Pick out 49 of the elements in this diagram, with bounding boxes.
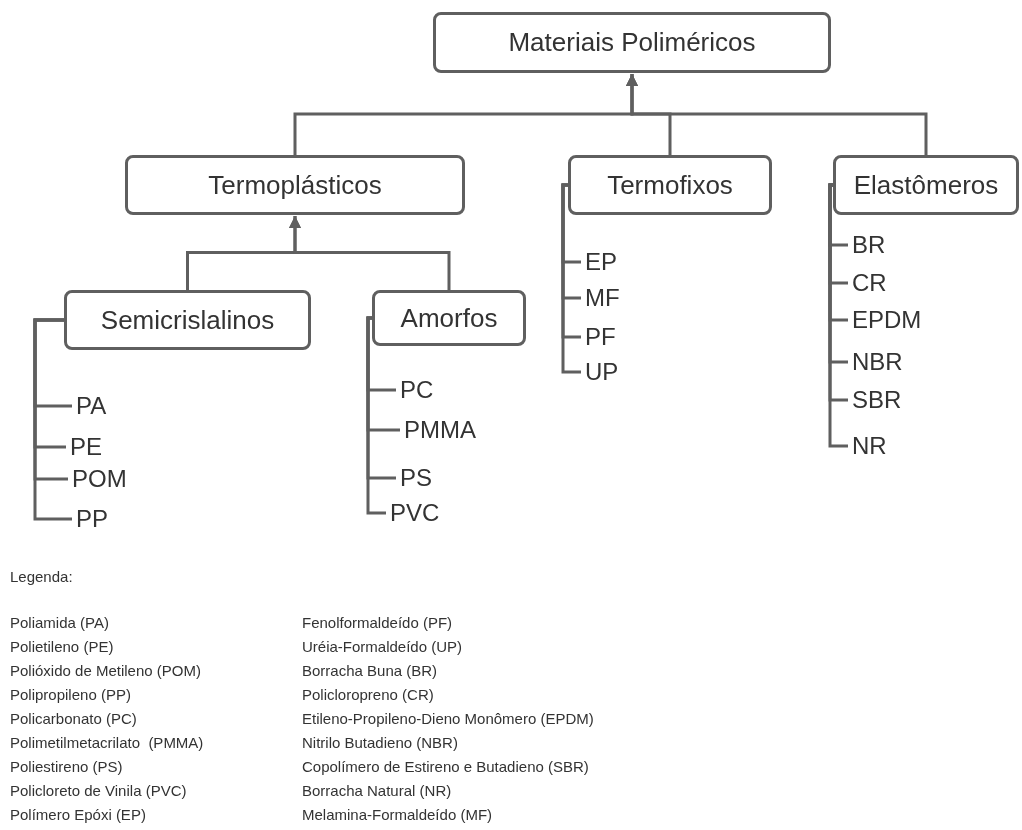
arrow — [289, 216, 451, 290]
legend-entry: Borracha Buna (BR) — [302, 661, 439, 681]
item-label: POM — [72, 463, 127, 495]
legend-heading: Legenda: — [10, 567, 73, 587]
legend-entry: Fenolformaldeído (PF) — [302, 613, 454, 633]
legend-entry: Copolímero de Estireno e Butadieno (SBR) — [302, 757, 590, 777]
category-box: Termofixos — [568, 155, 772, 215]
legend-entry: Polipropileno (PP) — [10, 685, 132, 705]
item-label: PC — [400, 374, 434, 406]
item-label: UP — [585, 356, 619, 388]
legend-entry: Polietileno (PE) — [10, 637, 115, 657]
legend-entry: Polimetilmetacrilato (PMMA) — [10, 733, 205, 753]
legend-entry: Nitrilo Butadieno (NBR) — [302, 733, 459, 753]
connector-line — [33, 318, 72, 521]
item-label: PS — [400, 462, 432, 494]
item-label: EPDM — [852, 304, 922, 336]
item-label: BR — [852, 229, 886, 261]
item-label: PF — [585, 321, 616, 353]
item-label: PA — [76, 390, 107, 422]
legend-entry: Borracha Natural (NR) — [302, 781, 453, 801]
item-label: NBR — [852, 346, 903, 378]
legend-entry: Polióxido de Metileno (POM) — [10, 661, 202, 681]
item-label: PVC — [390, 497, 440, 529]
item-label: NR — [852, 430, 887, 462]
legend-entry: Polímero Epóxi (EP) — [10, 805, 147, 825]
item-label: EP — [585, 246, 617, 278]
connector-line — [561, 183, 581, 374]
category-box: Materiais Poliméricos — [433, 12, 831, 73]
legend-entry: Poliamida (PA) — [10, 613, 110, 633]
item-label: SBR — [852, 384, 902, 416]
item-label: PE — [70, 431, 102, 463]
legend-entry: Poliestireno (PS) — [10, 757, 124, 777]
arrow — [626, 74, 928, 155]
legend-entry: Policloropreno (CR) — [302, 685, 435, 705]
category-box: Semicrislalinos — [64, 290, 311, 350]
item-label: MF — [585, 282, 620, 314]
legend-entry: Etileno-Propileno-Dieno Monômero (EPDM) — [302, 709, 594, 729]
connector-line — [366, 316, 386, 515]
legend-entry: Policarbonato (PC) — [10, 709, 138, 729]
category-box: Amorfos — [372, 290, 526, 346]
legend-entry: Uréia-Formaldeído (UP) — [302, 637, 464, 657]
category-box: Elastômeros — [833, 155, 1019, 215]
category-box: Termoplásticos — [125, 155, 465, 215]
connector-line — [828, 183, 848, 448]
item-label: PMMA — [404, 414, 476, 446]
legend-entry: Policloreto de Vinila (PVC) — [10, 781, 188, 801]
item-label: PP — [76, 503, 108, 535]
item-label: CR — [852, 267, 887, 299]
legend-entry: Melamina-Formaldeído (MF) — [302, 805, 494, 825]
